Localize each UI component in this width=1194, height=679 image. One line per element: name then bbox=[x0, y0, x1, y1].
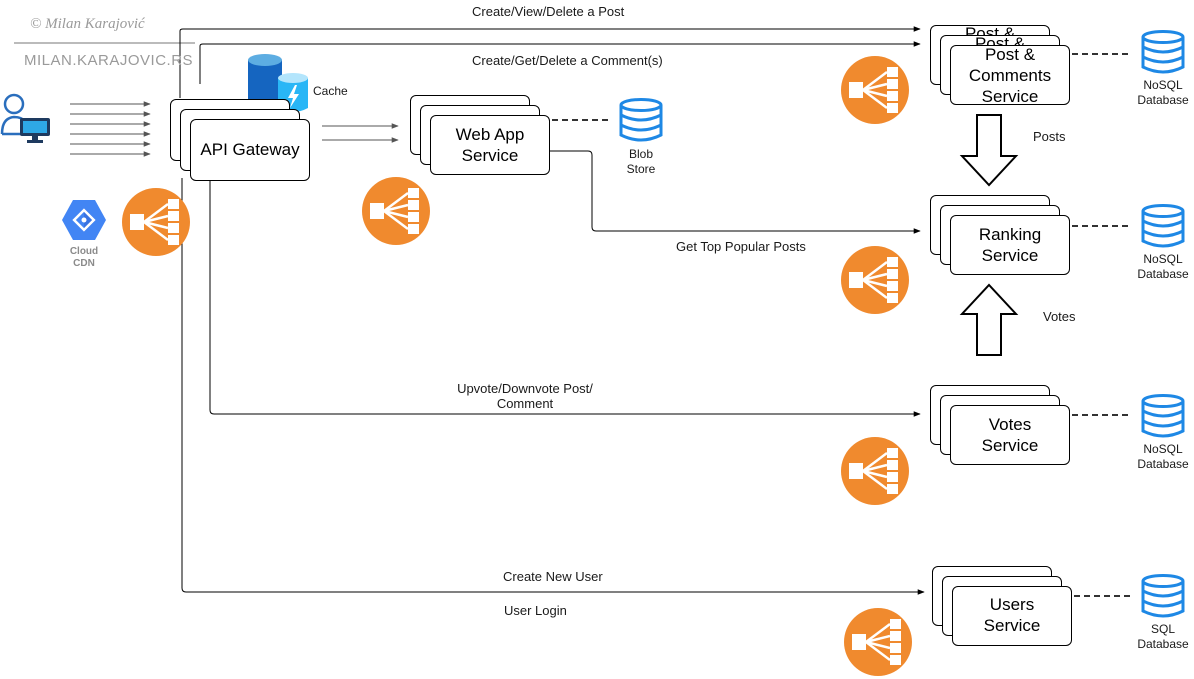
edge-label-user-login: User Login bbox=[504, 603, 567, 618]
ranking-label-line1: Ranking bbox=[978, 225, 1042, 244]
api-gateway-label: API Gateway bbox=[200, 140, 300, 159]
api-gateway-node[interactable] bbox=[190, 119, 310, 181]
votes-flow-arrow bbox=[959, 283, 1019, 356]
users-db-line1: SQL bbox=[1150, 622, 1175, 636]
edge-label-top-posts: Get Top Popular Posts bbox=[676, 239, 806, 254]
edge-label-create-user: Create New User bbox=[503, 569, 603, 584]
users-db-line2: Database bbox=[1137, 637, 1189, 651]
blob-store-label: Blob Store bbox=[610, 147, 672, 177]
ranking-db-line2: Database bbox=[1137, 267, 1189, 281]
cloud-cdn-icon bbox=[62, 198, 106, 247]
ranking-service-node[interactable] bbox=[950, 215, 1070, 275]
cdn-label-line1: Cloud bbox=[69, 246, 99, 257]
votes-db-line2: Database bbox=[1137, 457, 1189, 471]
edge-create-post bbox=[179, 26, 921, 98]
user-at-computer-icon bbox=[0, 92, 54, 149]
votes-db-label: NoSQL Database bbox=[1128, 442, 1194, 472]
ranking-db-line1: NoSQL bbox=[1143, 252, 1183, 266]
load-balancer-icon bbox=[840, 55, 910, 130]
edge-label-upvote: Upvote/Downvote Post/ Comment bbox=[445, 381, 605, 411]
database-cylinder-icon bbox=[1140, 574, 1186, 623]
posts-db-line1: NoSQL bbox=[1143, 78, 1183, 92]
post-label-line3: Service bbox=[981, 87, 1039, 106]
blob-label-line2: Store bbox=[626, 162, 656, 176]
database-cylinder-icon bbox=[618, 98, 664, 147]
database-cylinder-icon bbox=[1140, 204, 1186, 253]
user-request-arrows bbox=[70, 101, 151, 157]
votes-service-label: Votes Service bbox=[950, 414, 1070, 456]
users-service-node[interactable] bbox=[952, 586, 1072, 646]
cache-label: Cache bbox=[313, 84, 348, 98]
votes-label-line2: Service bbox=[981, 436, 1039, 455]
webapp-label-line1: Web App bbox=[455, 125, 525, 144]
posts-flow-arrow bbox=[959, 114, 1019, 187]
database-cylinder-icon bbox=[1140, 30, 1186, 79]
posts-db-line2: Database bbox=[1137, 93, 1189, 107]
cache-database-icon bbox=[244, 52, 312, 119]
ranking-service-label: Ranking Service bbox=[950, 224, 1070, 266]
load-balancer-icon bbox=[843, 607, 913, 679]
blob-label-line1: Blob bbox=[628, 147, 654, 161]
edge-label-votes: Votes bbox=[1043, 309, 1076, 324]
users-db-label: SQL Database bbox=[1128, 622, 1194, 652]
cloud-cdn-label: Cloud CDN bbox=[62, 246, 106, 270]
edge-create-comment bbox=[199, 41, 921, 84]
votes-service-node[interactable] bbox=[950, 405, 1070, 465]
edge-create-user bbox=[181, 178, 925, 595]
ranking-db-label: NoSQL Database bbox=[1128, 252, 1194, 282]
post-comments-service-node[interactable] bbox=[950, 45, 1070, 105]
votes-db-line1: NoSQL bbox=[1143, 442, 1183, 456]
watermark-copyright: © Milan Karajović bbox=[30, 16, 145, 32]
watermark-site: MILAN.KARAJOVIC.RS bbox=[24, 52, 194, 69]
post-comments-service-label: Post & Comments Service bbox=[950, 44, 1070, 107]
edge-top-posts bbox=[550, 150, 921, 234]
load-balancer-icon bbox=[840, 436, 910, 511]
post-label-line1: Post & bbox=[984, 45, 1036, 64]
database-cylinder-icon bbox=[1140, 394, 1186, 443]
edge-label-create-post: Create/View/Delete a Post bbox=[472, 4, 625, 19]
users-service-label: Users Service bbox=[952, 594, 1072, 636]
users-label-line2: Service bbox=[983, 616, 1041, 635]
webapp-service-label: Web App Service bbox=[430, 124, 550, 166]
edge-label-posts: Posts bbox=[1033, 129, 1066, 144]
edge-label-create-comment: Create/Get/Delete a Comment(s) bbox=[472, 53, 663, 68]
webapp-label-line2: Service bbox=[461, 146, 519, 165]
users-label-line1: Users bbox=[989, 595, 1035, 614]
webapp-service-node[interactable] bbox=[430, 115, 550, 175]
ranking-label-line2: Service bbox=[981, 246, 1039, 265]
post-label-line2: Comments bbox=[968, 66, 1052, 85]
load-balancer-icon bbox=[840, 245, 910, 320]
load-balancer-icon bbox=[361, 176, 431, 251]
posts-db-label: NoSQL Database bbox=[1128, 78, 1194, 108]
load-balancer-icon bbox=[121, 187, 191, 262]
upvote-line1: Upvote/Downvote Post/ bbox=[457, 381, 593, 396]
cdn-label-line2: CDN bbox=[73, 258, 95, 269]
upvote-line2: Comment bbox=[496, 396, 554, 411]
votes-label-line1: Votes bbox=[988, 415, 1032, 434]
edge-upvote bbox=[209, 178, 921, 417]
